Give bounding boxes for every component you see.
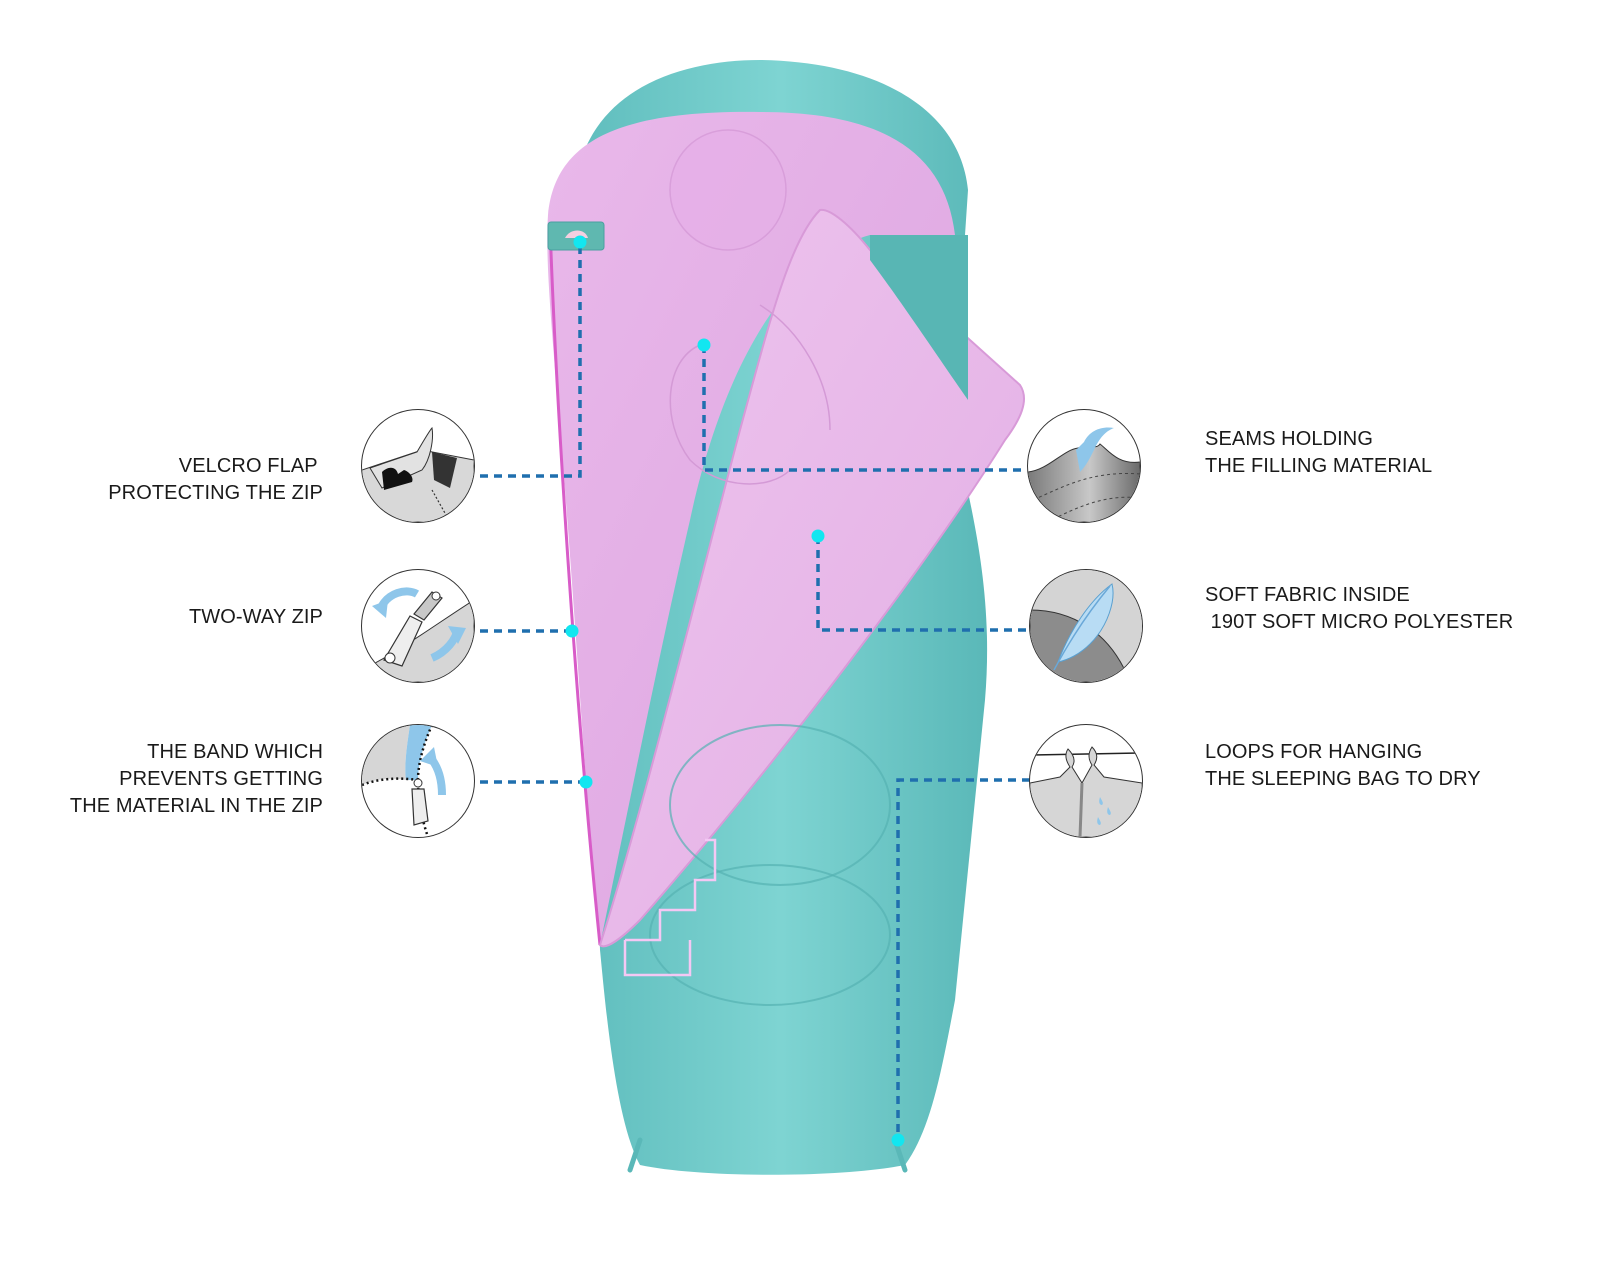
callout-line-loops <box>896 778 1030 1140</box>
callout-dot-zip <box>565 624 579 638</box>
folded-flap <box>598 208 1025 948</box>
callout-dot-loops <box>891 1133 905 1147</box>
quilted-seams-icon <box>1027 409 1141 523</box>
label-line: THE MATERIAL IN THE ZIP <box>69 795 323 817</box>
label-line: THE BAND WHICH <box>147 741 323 763</box>
feature-label-zip: TWO-WAY ZIP <box>189 604 323 631</box>
feather-icon <box>1029 569 1143 683</box>
label-line: 190T SOFT MICRO POLYESTER <box>1205 611 1514 633</box>
callout-line-seams <box>702 345 1026 472</box>
label-line: LOOPS FOR HANGING <box>1205 741 1423 763</box>
callout-line-fabric <box>816 536 1030 632</box>
label-line: THE FILLING MATERIAL <box>1205 455 1433 477</box>
label-line: THE SLEEPING BAG TO DRY <box>1205 768 1481 790</box>
two-way-zip-icon <box>361 569 475 683</box>
label-line: VELCRO FLAP <box>178 455 323 477</box>
label-line: TWO-WAY ZIP <box>188 606 323 628</box>
callout-dot-fabric <box>811 529 825 543</box>
callout-line-velcro <box>480 242 582 478</box>
callout-dot-seams <box>697 338 711 352</box>
feature-label-seams: SEAMS HOLDING THE FILLING MATERIAL <box>1205 426 1432 480</box>
callout-dot-velcro <box>573 235 587 249</box>
feature-label-band: THE BAND WHICH PREVENTS GETTING THE MATE… <box>70 739 323 820</box>
label-line: SEAMS HOLDING <box>1205 428 1373 450</box>
anti-snag-band-icon <box>361 724 475 838</box>
label-line: SOFT FABRIC INSIDE <box>1205 584 1410 606</box>
feature-label-loops: LOOPS FOR HANGING THE SLEEPING BAG TO DR… <box>1205 739 1481 793</box>
feature-label-fabric: SOFT FABRIC INSIDE 190T SOFT MICRO POLYE… <box>1205 582 1513 636</box>
inner-lining <box>547 111 955 946</box>
hanging-loops-icon <box>1029 724 1143 838</box>
label-line: PREVENTS GETTING <box>119 768 323 790</box>
label-line: PROTECTING THE ZIP <box>108 482 323 504</box>
velcro-flap-icon <box>361 409 475 523</box>
callout-dot-band <box>579 775 593 789</box>
feature-label-velcro: VELCRO FLAP PROTECTING THE ZIP <box>108 453 323 507</box>
